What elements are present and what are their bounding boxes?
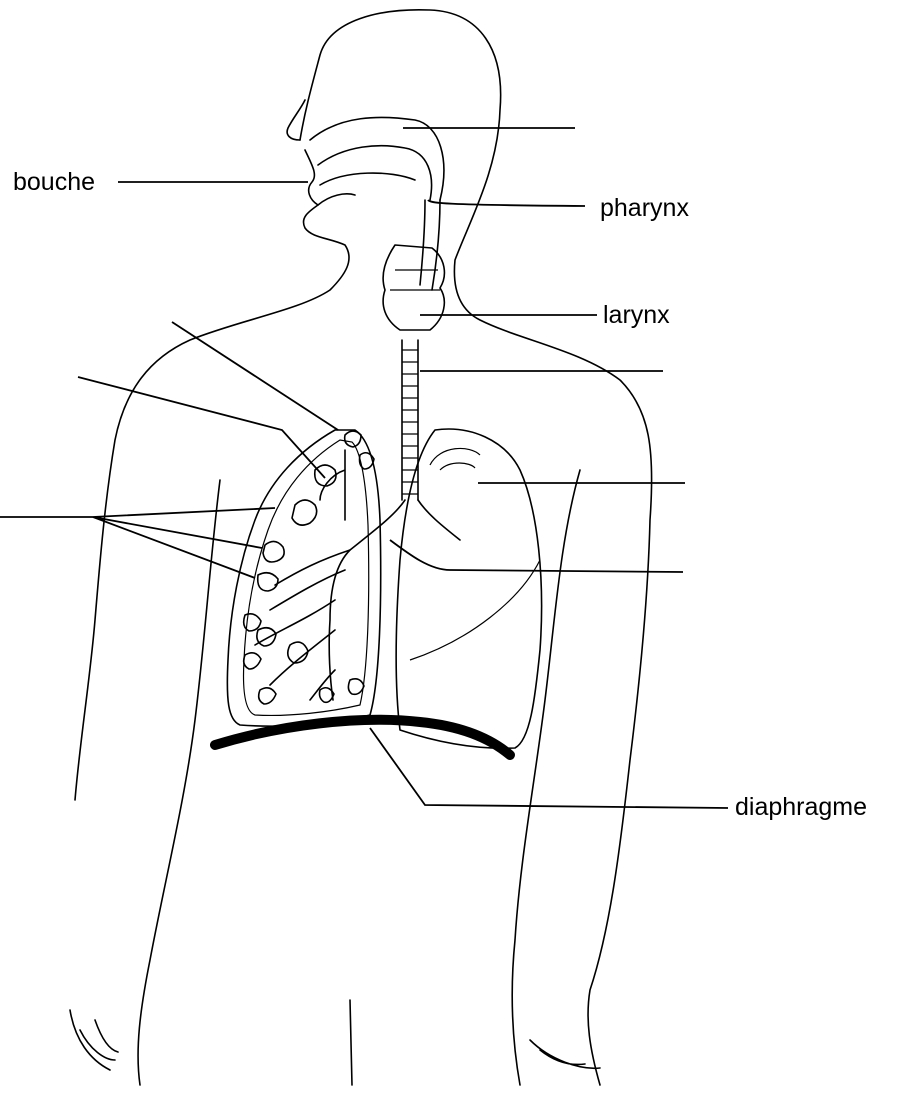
label-larynx: larynx [603,303,670,328]
tongue [320,173,415,185]
larynx-shape [383,245,444,330]
label-bouche: bouche [13,170,95,195]
face-profile [75,100,349,800]
label-pharynx: pharynx [600,196,689,221]
label-diaphragme: diaphragme [735,795,867,820]
left-lung-outline [227,430,380,726]
leader-lines [0,128,728,808]
trachea [402,340,418,500]
left-arm [138,480,220,1085]
right-bronchus [329,500,460,700]
right-arm [512,470,580,1085]
pharynx-tube [420,200,440,290]
diaphragm [215,720,510,755]
lung-fissure [410,560,540,660]
mouth-lower [318,194,355,205]
